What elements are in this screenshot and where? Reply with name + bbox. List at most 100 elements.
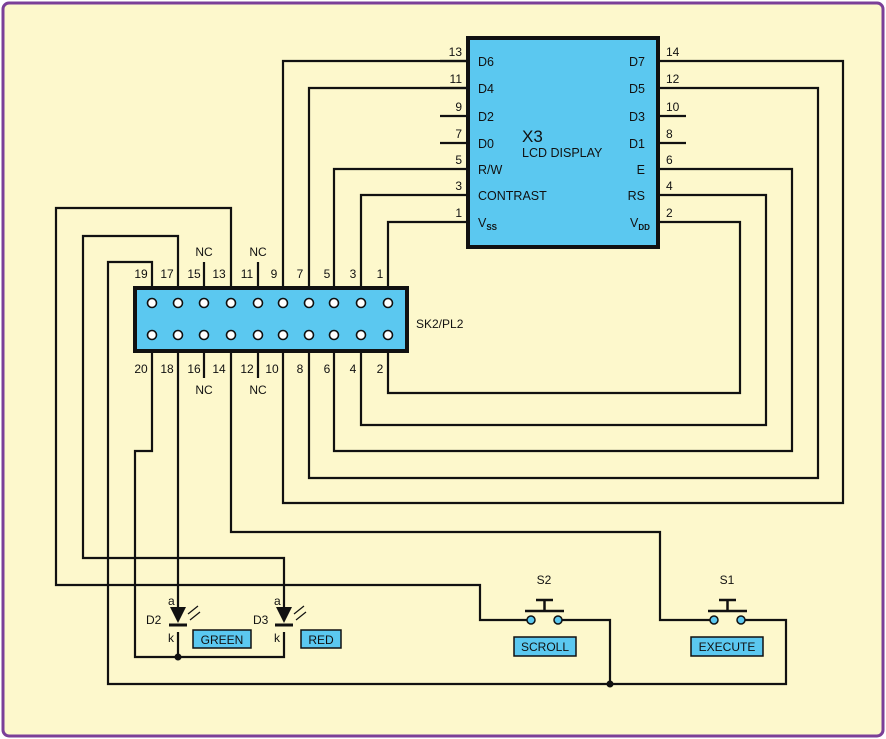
wire-pin4-rs bbox=[359, 193, 768, 427]
connector-pin-hole bbox=[198, 329, 210, 341]
led-d3: D3 a k RED bbox=[253, 594, 342, 649]
connector-pin-hole bbox=[252, 297, 264, 309]
wire-pin1-vss bbox=[386, 220, 468, 303]
connector-pin-hole bbox=[146, 297, 158, 309]
lcd-pin-num: 3 bbox=[455, 179, 462, 193]
connector-body bbox=[133, 286, 409, 353]
led-d2-label-box bbox=[192, 629, 252, 649]
connector-pin-hole bbox=[146, 329, 158, 341]
connector-pin-num: 1 bbox=[377, 267, 384, 281]
lcd-pin-num: 10 bbox=[666, 100, 680, 114]
nc-label: NC bbox=[249, 245, 267, 259]
lcd-pin-num: 13 bbox=[449, 45, 463, 59]
connector-pin-hole bbox=[355, 329, 367, 341]
lcd-pin-signal: D7 bbox=[629, 55, 645, 69]
lcd-pin-signal: D3 bbox=[629, 110, 645, 124]
connector-pin-num: 19 bbox=[134, 267, 148, 281]
connector-pin-hole bbox=[198, 297, 210, 309]
wire-pin8-d5 bbox=[307, 86, 820, 480]
switch-s2: S2 SCROLL bbox=[513, 573, 577, 657]
lcd-pin-signal: D0 bbox=[478, 137, 494, 151]
lcd-pin-num: 4 bbox=[666, 179, 673, 193]
switch-s1-label: EXECUTE bbox=[699, 640, 756, 654]
led-d2-light-ray bbox=[189, 611, 201, 621]
led-d3-ref: D3 bbox=[253, 613, 269, 627]
led-d2-ref: D2 bbox=[146, 613, 162, 627]
connector-pin-hole bbox=[172, 297, 184, 309]
led-d2-color-label: GREEN bbox=[201, 633, 244, 647]
lcd-subtitle: LCD DISPLAY bbox=[522, 146, 603, 160]
switch-s1-contact bbox=[736, 615, 746, 625]
lcd-pin-num: 5 bbox=[455, 153, 462, 167]
vdd-subscript: DD bbox=[638, 223, 650, 232]
lcd-body bbox=[466, 36, 660, 249]
lcd-title: X3 bbox=[522, 127, 543, 146]
lcd-pin-signal: D5 bbox=[629, 82, 645, 96]
junction-dot-ground bbox=[606, 680, 614, 688]
lcd-pin-signal-vdd: VDD bbox=[630, 216, 650, 232]
connector-pin-num: 16 bbox=[187, 362, 201, 376]
connector-pin-hole bbox=[328, 329, 340, 341]
lcd-pin-signal: D2 bbox=[478, 110, 494, 124]
led-d2-anode: a bbox=[168, 594, 175, 608]
led-d2: D2 a k GREEN bbox=[146, 594, 252, 649]
wire-pin20-cathodes bbox=[133, 335, 286, 659]
led-d3-color-label: RED bbox=[308, 633, 334, 647]
connector-pin-num: 8 bbox=[297, 362, 304, 376]
switch-s2-contact bbox=[553, 615, 563, 625]
connector-pin-hole bbox=[382, 329, 394, 341]
lcd-pin-num: 6 bbox=[666, 153, 673, 167]
lcd-pin-num: 7 bbox=[455, 127, 462, 141]
led-d3-label-box bbox=[300, 629, 342, 649]
switch-s2-contact bbox=[526, 615, 536, 625]
lcd-pin-num: 1 bbox=[455, 206, 462, 220]
connector-pin-num: 4 bbox=[350, 362, 357, 376]
connector-pin-num: 11 bbox=[241, 267, 254, 281]
switch-s1-ref: S1 bbox=[720, 573, 735, 587]
wire-pin14-execute bbox=[229, 335, 710, 622]
connector-pin-hole bbox=[252, 329, 264, 341]
lcd-pin-signal-vss: VSS bbox=[478, 216, 498, 232]
led-d3-triangle bbox=[276, 607, 292, 623]
lcd-pin-signal: D1 bbox=[629, 137, 645, 151]
nc-label: NC bbox=[195, 383, 213, 397]
connector-pin-num: 15 bbox=[187, 267, 201, 281]
junction-dot-cathodes bbox=[174, 653, 182, 661]
lcd-pin-signal: R/W bbox=[478, 163, 503, 177]
wire-pin6-e bbox=[332, 167, 794, 453]
switch-s1: S1 EXECUTE bbox=[690, 573, 764, 657]
wire-pin10-d7 bbox=[281, 59, 845, 505]
wire-pin2-vdd bbox=[386, 220, 742, 395]
connector-pin-hole bbox=[382, 297, 394, 309]
switch-s2-ref: S2 bbox=[537, 573, 552, 587]
connector-pin-hole bbox=[277, 297, 289, 309]
connector-pin-num: 13 bbox=[212, 267, 226, 281]
wire-pin3-contrast bbox=[359, 193, 468, 303]
connector-pin-num: 2 bbox=[377, 362, 384, 376]
connector-pin-num: 5 bbox=[324, 267, 331, 281]
lcd-pin-signal: D6 bbox=[478, 55, 494, 69]
lcd-pin-signal: D4 bbox=[478, 82, 494, 96]
switch-s2-label-box bbox=[513, 636, 577, 657]
lcd-pin-signal: E bbox=[637, 163, 645, 177]
connector-pin-hole bbox=[328, 297, 340, 309]
switch-s1-label-box bbox=[690, 636, 764, 657]
wire-pin5-rw bbox=[332, 167, 468, 303]
vss-main: V bbox=[478, 216, 487, 230]
lcd-pin-num: 14 bbox=[666, 45, 680, 59]
connector-pin-num: 9 bbox=[271, 267, 278, 281]
connector-pin-num: 10 bbox=[265, 362, 279, 376]
connector-label: SK2/PL2 bbox=[416, 317, 464, 331]
wire-pin7-d4 bbox=[307, 86, 468, 303]
connector-pin-num: 17 bbox=[160, 267, 174, 281]
lcd-pin-num: 8 bbox=[666, 127, 673, 141]
connector-pin-num: 7 bbox=[297, 267, 304, 281]
led-d2-triangle bbox=[170, 607, 186, 623]
connector-pin-num: 18 bbox=[160, 362, 174, 376]
connector-sk2-pl2: SK2/PL2 19 17 15 13 11 9 7 5 3 1 20 18 1… bbox=[133, 245, 464, 397]
connector-pin-hole bbox=[225, 329, 237, 341]
connector-pin-hole bbox=[277, 329, 289, 341]
